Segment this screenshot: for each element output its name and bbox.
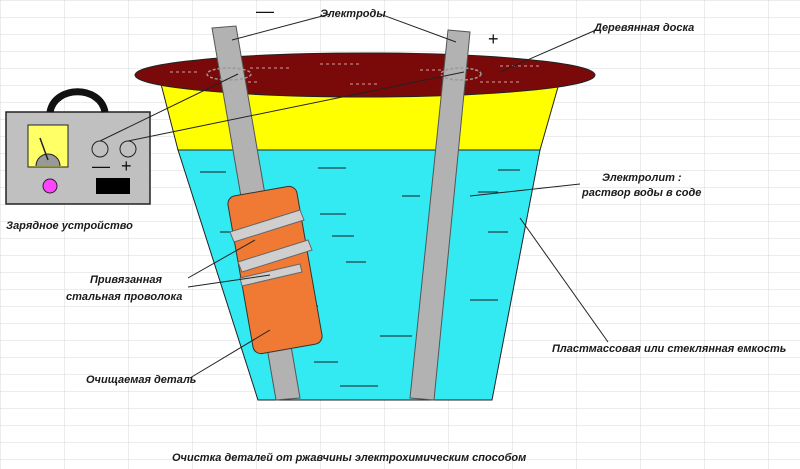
label-part: Очищаемая деталь: [86, 374, 196, 386]
label-wire-1: Привязанная: [90, 274, 162, 286]
board-hole-left: [206, 67, 252, 81]
electrolyte-dashes: [200, 167, 520, 387]
terminal-plus-icon: [119, 140, 137, 158]
wooden-board: [134, 52, 596, 98]
label-wire-2: стальная проволока: [66, 291, 182, 303]
wire-to-negative: [99, 73, 239, 142]
switch-icon: [96, 178, 130, 194]
terminal-minus-icon: [91, 140, 109, 158]
caption: Очистка деталей от ржавчины электрохимич…: [172, 452, 526, 464]
label-electrolyte-2: раствор воды в соде: [581, 187, 701, 199]
wire-to-positive: [127, 71, 465, 142]
electrode-plus-sign: +: [488, 29, 499, 49]
label-board: Деревянная доска: [593, 22, 694, 34]
leader-lines: [187, 13, 609, 379]
charger-minus-sign: —: [92, 156, 110, 176]
label-container: Пластмассовая или стеклянная емкость: [552, 343, 786, 355]
indicator-lamp-icon: [42, 178, 58, 194]
gauge-needle: [39, 137, 49, 161]
electrode-positive: [409, 29, 471, 401]
charger-plus-sign: +: [121, 156, 132, 176]
label-electrodes: Электроды: [320, 8, 386, 20]
board-hole-right: [440, 67, 482, 81]
label-charger: Зарядное устройство: [6, 220, 133, 232]
steel-wire: [229, 209, 313, 287]
label-electrolyte-1: Электролит :: [602, 172, 682, 184]
charger-handle: [46, 88, 109, 114]
electrode-minus-sign: —: [256, 1, 274, 21]
